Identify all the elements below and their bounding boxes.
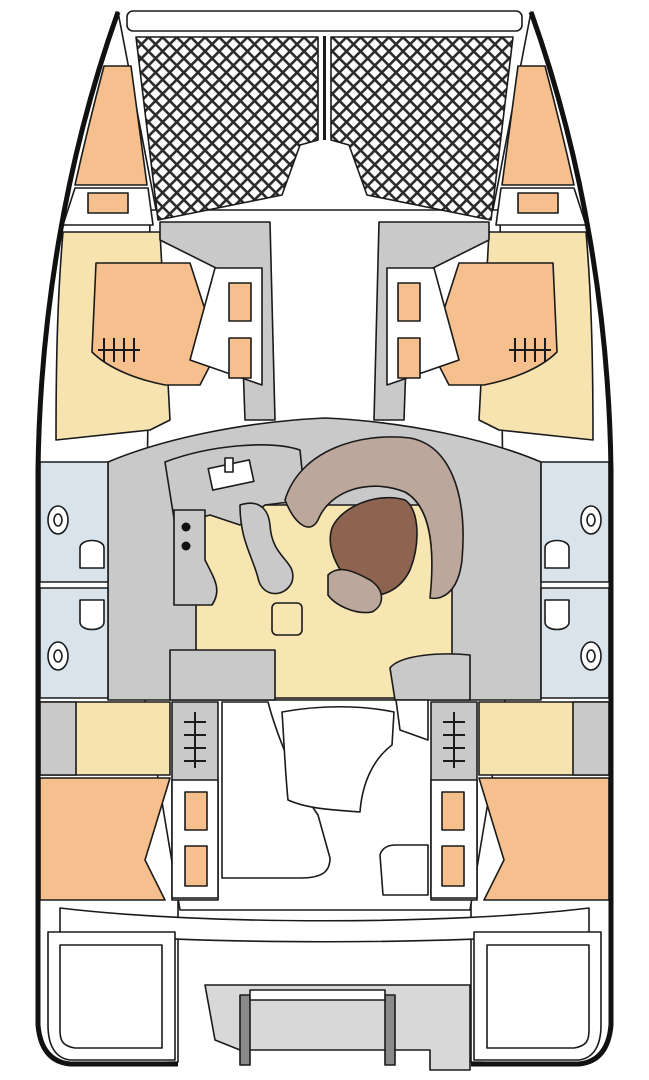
sink-icon xyxy=(544,599,570,631)
ladder-icon xyxy=(443,712,465,768)
sink-icon xyxy=(544,539,570,569)
aft-cabin-port xyxy=(39,701,219,901)
ladder-icon xyxy=(98,338,140,362)
cockpit-seat-port xyxy=(221,701,331,879)
head-port-fwd xyxy=(39,461,109,583)
saloon-stool xyxy=(327,568,383,614)
sink-icon xyxy=(79,539,105,569)
forward-area-starboard xyxy=(373,65,594,441)
swim-platform xyxy=(204,984,471,1071)
aft-section xyxy=(47,907,602,1071)
hatch xyxy=(517,192,559,214)
hatch xyxy=(228,337,252,379)
trampoline-net-starboard xyxy=(330,36,514,221)
hatch xyxy=(184,791,208,831)
hatch xyxy=(271,602,303,636)
berth-port-aft xyxy=(39,777,171,901)
cockpit xyxy=(221,699,429,896)
cockpit-seat-starboard xyxy=(379,844,429,896)
hatch xyxy=(441,845,465,887)
hatch xyxy=(184,845,208,887)
galley-counter xyxy=(173,509,218,606)
wardrobe-starboard-aft xyxy=(572,701,610,776)
saloon-step-starboard xyxy=(389,653,471,701)
trampoline-net-port xyxy=(135,36,319,221)
galley-island xyxy=(239,502,294,595)
sink-icon xyxy=(181,541,191,551)
cockpit-table xyxy=(281,705,395,813)
saloon xyxy=(107,417,542,701)
forward-area-port xyxy=(55,65,276,441)
davit-port xyxy=(239,994,251,1066)
berth-starboard-aft xyxy=(478,777,610,901)
hatch xyxy=(397,337,421,379)
forward-locker-port xyxy=(74,65,148,186)
sink-icon xyxy=(181,522,191,532)
ladder-icon xyxy=(509,338,551,362)
hatch xyxy=(87,192,129,214)
sink-icon xyxy=(79,599,105,631)
head-starboard-aft xyxy=(540,587,610,699)
saloon-step-port xyxy=(169,649,276,701)
head-port-aft xyxy=(39,587,109,699)
forward-locker-starboard xyxy=(501,65,575,186)
ladder-icon xyxy=(184,712,206,768)
forward-beam xyxy=(126,10,523,32)
aft-cabin-starboard xyxy=(430,701,610,901)
hatch xyxy=(441,791,465,831)
davit-starboard xyxy=(384,994,396,1066)
wardrobe-port-aft xyxy=(39,701,77,776)
saloon-settee xyxy=(284,436,464,600)
trampoline xyxy=(126,10,523,221)
hatch xyxy=(397,282,421,322)
head-starboard-fwd xyxy=(540,461,610,583)
hatch xyxy=(228,282,252,322)
